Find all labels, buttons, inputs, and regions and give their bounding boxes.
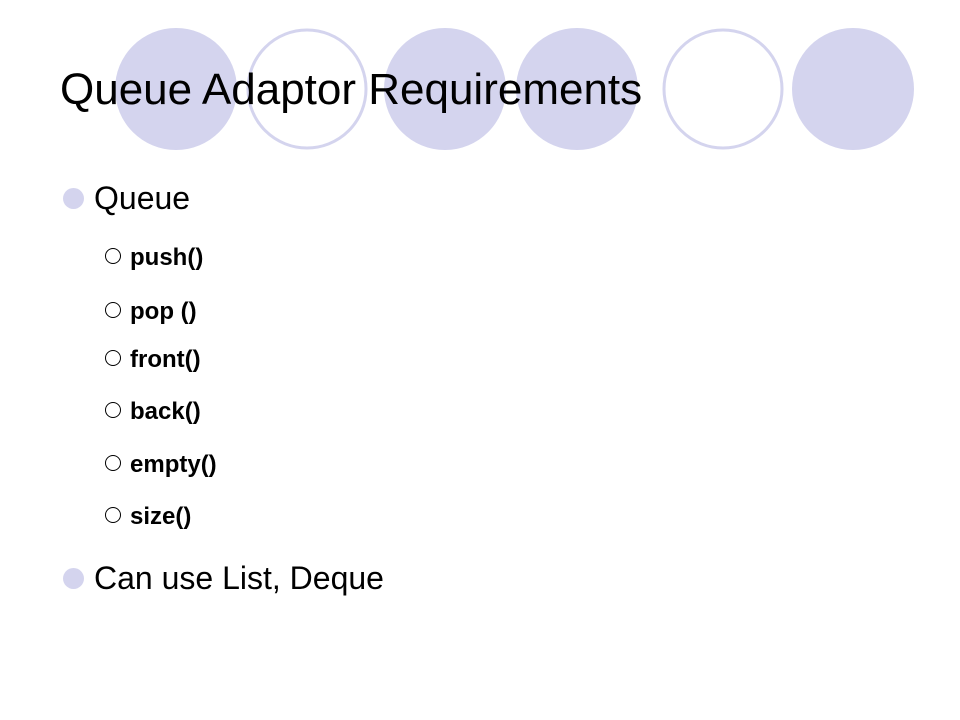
sub-bullet-label: back(): [130, 398, 201, 425]
bullet-label: Can use List, Deque: [94, 560, 384, 596]
bullet-queue: Queue: [63, 178, 191, 218]
sub-bullet-pop: pop (): [105, 297, 197, 327]
ring-bullet-icon: [105, 402, 121, 418]
ring-bullet-icon: [105, 350, 121, 366]
sub-bullet-size: size(): [105, 502, 192, 532]
sub-bullet-label: front(): [130, 346, 201, 373]
bullet-dot-icon: [63, 568, 84, 589]
bullet-label: Queue: [94, 180, 191, 216]
sub-bullet-label: empty(): [130, 451, 217, 478]
outline-circle-2: [662, 28, 784, 150]
ring-bullet-icon: [105, 507, 121, 523]
filled-circle-2: [384, 28, 506, 150]
sub-bullet-front: front(): [105, 345, 201, 375]
bullet-can-use: Can use List, Deque: [63, 558, 384, 598]
sub-bullet-back: back(): [105, 397, 201, 427]
filled-circle-3: [516, 28, 638, 150]
sub-bullet-label: pop (): [130, 298, 197, 325]
filled-circle-1: [115, 28, 237, 150]
sub-bullet-empty: empty(): [105, 450, 217, 480]
outline-circle-1: [246, 28, 368, 150]
ring-bullet-icon: [105, 455, 121, 471]
ring-bullet-icon: [105, 302, 121, 318]
filled-circle-4: [792, 28, 914, 150]
slide-title: Queue Adaptor Requirements: [60, 65, 643, 114]
sub-bullet-label: push(): [130, 244, 204, 271]
sub-bullet-push: push(): [105, 243, 204, 273]
ring-bullet-icon: [105, 248, 121, 264]
sub-bullet-label: size(): [130, 503, 192, 530]
bullet-dot-icon: [63, 188, 84, 209]
